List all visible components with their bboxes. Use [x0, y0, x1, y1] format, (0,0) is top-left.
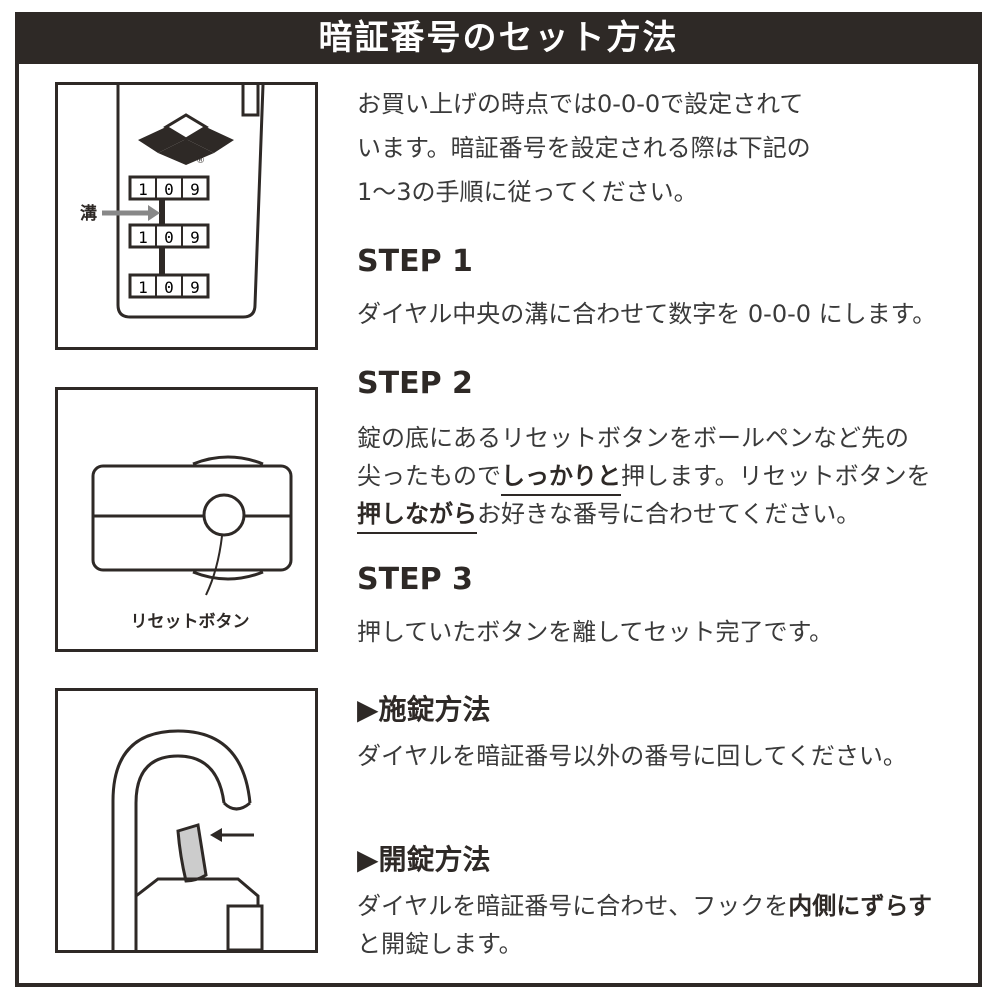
arrow-left-icon — [210, 828, 254, 842]
dial-illustration: 1 0 9 1 0 9 1 0 9 溝 ® — [55, 82, 318, 350]
dial-digit: 1 — [138, 278, 148, 297]
reset-button-label: リセットボタン — [131, 612, 250, 632]
registered-mark: ® — [196, 156, 205, 166]
reset-button-icon — [202, 493, 246, 537]
dial-row-3: 1 0 9 — [128, 273, 210, 299]
step2-line-3-b: お好きな番号に合わせてください。 — [477, 500, 861, 528]
dial-digit: 1 — [138, 228, 148, 247]
dial-row-1: 1 0 9 — [128, 175, 210, 201]
unlock-method-heading: ▶開錠方法 — [357, 843, 491, 876]
unlock-method-line-1: ダイヤルを暗証番号に合わせ、フックを内側にずらす — [357, 886, 932, 921]
dial-digit: 9 — [190, 228, 200, 247]
intro-line-3: 1〜3の手順に従ってください。 — [357, 178, 698, 206]
step2-line-3: 押しながらお好きな番号に合わせてください。 — [357, 494, 861, 534]
dial-row-2: 1 0 9 — [128, 223, 210, 249]
dial-digit: 0 — [164, 278, 174, 297]
intro-line-1: お買い上げの時点では0-0-0で設定されて — [357, 90, 804, 118]
lock-method-text: ダイヤルを暗証番号以外の番号に回してください。 — [357, 742, 907, 770]
step2-heading: STEP 2 — [357, 366, 473, 401]
step2-line-2-a: 尖ったもので — [357, 462, 501, 490]
groove-label: 溝 — [80, 203, 97, 224]
step2-line-2: 尖ったものでしっかりと押します。リセットボタンを — [357, 456, 931, 496]
step2-emphasis-firmly: しっかりと — [501, 462, 621, 496]
unlock-emphasis-slide-inward: 内側にずらす — [788, 892, 933, 920]
reset-button-drawing: リセットボタン — [91, 455, 293, 632]
hook-illustration — [55, 688, 318, 953]
hook-drawing — [111, 729, 264, 950]
step3-heading: STEP 3 — [357, 562, 473, 597]
step1-text: ダイヤル中央の溝に合わせて数字を 0-0-0 にします。 — [357, 300, 937, 328]
reset-button-illustration: リセットボタン — [55, 387, 318, 652]
lock-method-heading: ▶施錠方法 — [357, 693, 491, 726]
dial-digit: 1 — [138, 180, 148, 199]
dial-lock-drawing: 1 0 9 1 0 9 1 0 9 溝 ® — [80, 85, 265, 319]
arrow-right-icon — [102, 205, 160, 221]
step2-emphasis-while-pressing: 押しながら — [357, 500, 477, 534]
step2-line-2-c: 押します。リセットボタンを — [621, 462, 931, 490]
dial-digit: 9 — [190, 278, 200, 297]
dial-digit: 0 — [164, 180, 174, 199]
dial-digit: 9 — [190, 180, 200, 199]
brand-logo-icon — [138, 113, 234, 165]
step1-heading: STEP 1 — [357, 244, 473, 279]
intro-line-2: います。暗証番号を設定される際は下記の — [357, 134, 811, 162]
unlock-line-1-a: ダイヤルを暗証番号に合わせ、フックを — [357, 892, 789, 920]
step3-text: 押していたボタンを離してセット完了です。 — [357, 618, 834, 646]
step2-line-1: 錠の底にあるリセットボタンをボールペンなど先の — [357, 424, 909, 452]
dial-digit: 0 — [164, 228, 174, 247]
page-title: 暗証番号のセット方法 — [15, 12, 982, 64]
unlock-method-line-2: と開錠します。 — [357, 930, 523, 958]
